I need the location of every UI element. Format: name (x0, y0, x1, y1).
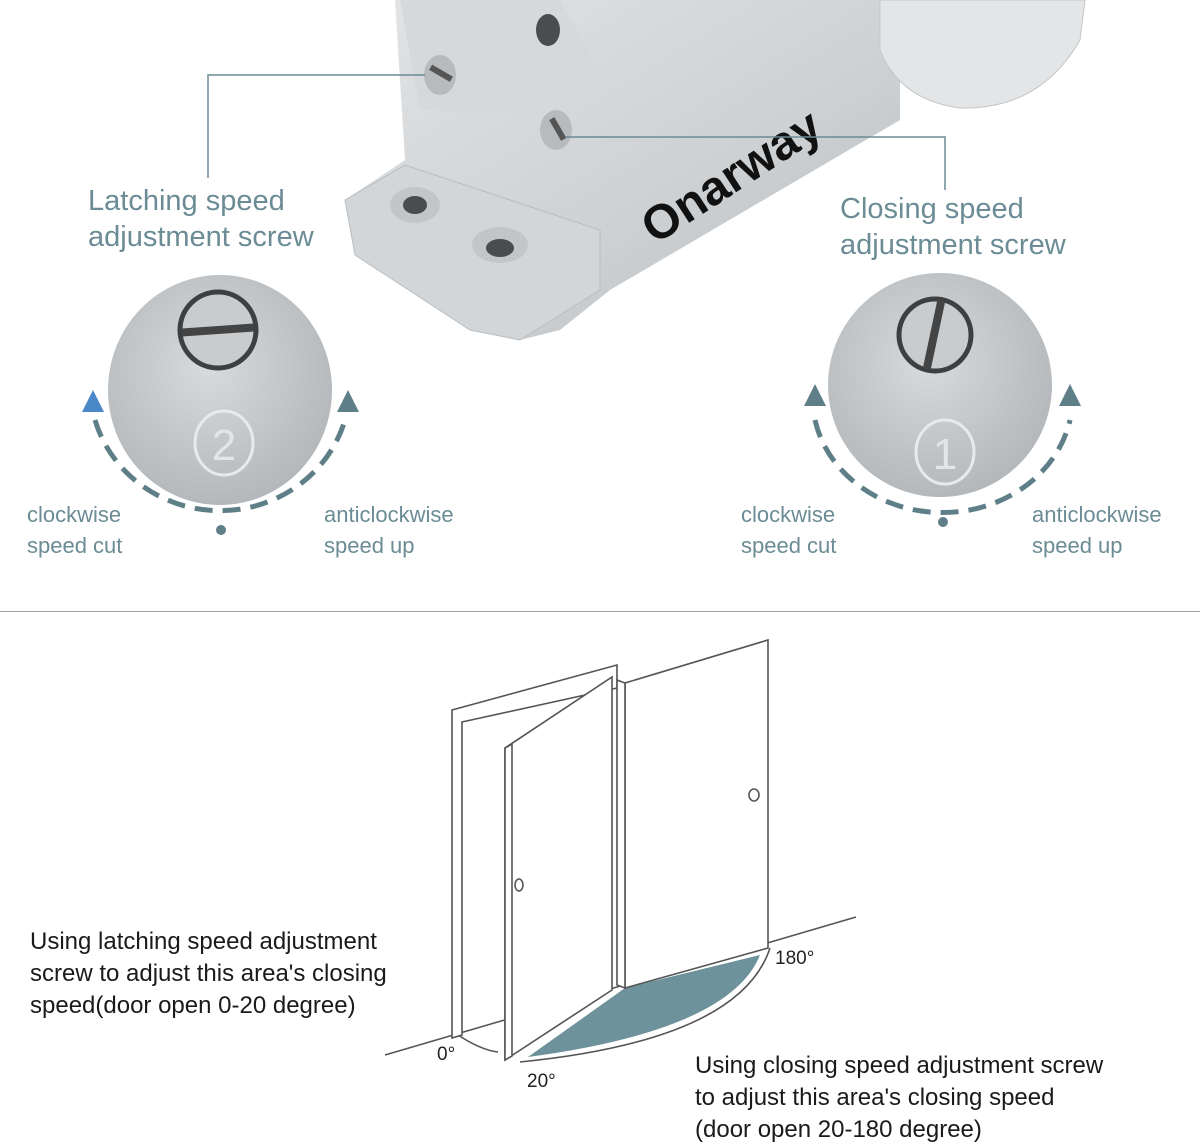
latching-screw-closeup: 2 (108, 275, 332, 505)
closing-area-description: Using closing speed adjustment screw to … (695, 1050, 1103, 1146)
dial-number-1: 1 (933, 430, 957, 479)
rotation-arc-left (92, 419, 348, 514)
closing-screw-label: Closing speed adjustment screw (840, 191, 1066, 264)
angle-180-label: 180° (775, 948, 815, 969)
label-line: Latching speed (88, 185, 285, 217)
dial-number-2: 2 (212, 421, 236, 470)
label-line: clockwise (27, 502, 122, 527)
desc-line: to adjust this area's closing speed (695, 1084, 1055, 1111)
section-divider (0, 611, 1200, 612)
door-diagram (384, 638, 857, 1063)
label-line: anticlockwise (324, 502, 454, 527)
label-line: speed up (324, 533, 415, 558)
latching-leader-line (207, 74, 425, 178)
rotation-arc-right (812, 419, 1073, 516)
right-anticlockwise-label: anticlockwise speed up (1032, 499, 1162, 561)
latching-screw-label: Latching speed adjustment screw (88, 183, 314, 256)
anticlockwise-arrow-icon (337, 390, 359, 412)
desc-line: speed(door open 0-20 degree) (30, 992, 356, 1019)
closing-speed-zone (528, 955, 760, 1057)
angle-0-label: 0° (437, 1044, 456, 1065)
anticlockwise-arrow-icon (1059, 384, 1081, 406)
latching-area-description: Using latching speed adjustment screw to… (30, 926, 387, 1022)
desc-line: Using closing speed adjustment screw (695, 1052, 1104, 1079)
label-line: speed up (1032, 533, 1123, 558)
left-anticlockwise-label: anticlockwise speed up (324, 499, 454, 561)
desc-line: Using latching speed adjustment (30, 928, 377, 955)
closing-screw-closeup: 1 (828, 273, 1052, 497)
label-line: Closing speed (840, 193, 1024, 225)
clockwise-arrow-icon (804, 384, 826, 406)
closing-leader-line (565, 136, 946, 190)
left-clockwise-label: clockwise speed cut (27, 499, 122, 561)
label-line: speed cut (741, 533, 837, 558)
label-line: speed cut (27, 533, 123, 558)
label-line: adjustment screw (88, 221, 314, 254)
desc-line: screw to adjust this area's closing (30, 960, 387, 987)
desc-line: (door open 20-180 degree) (695, 1116, 982, 1143)
right-clockwise-label: clockwise speed cut (741, 499, 836, 561)
label-line: clockwise (741, 502, 836, 527)
angle-20-label: 20° (527, 1071, 556, 1092)
clockwise-arrow-icon (82, 390, 104, 412)
label-line: anticlockwise (1032, 502, 1162, 527)
label-line: adjustment screw (840, 229, 1066, 262)
